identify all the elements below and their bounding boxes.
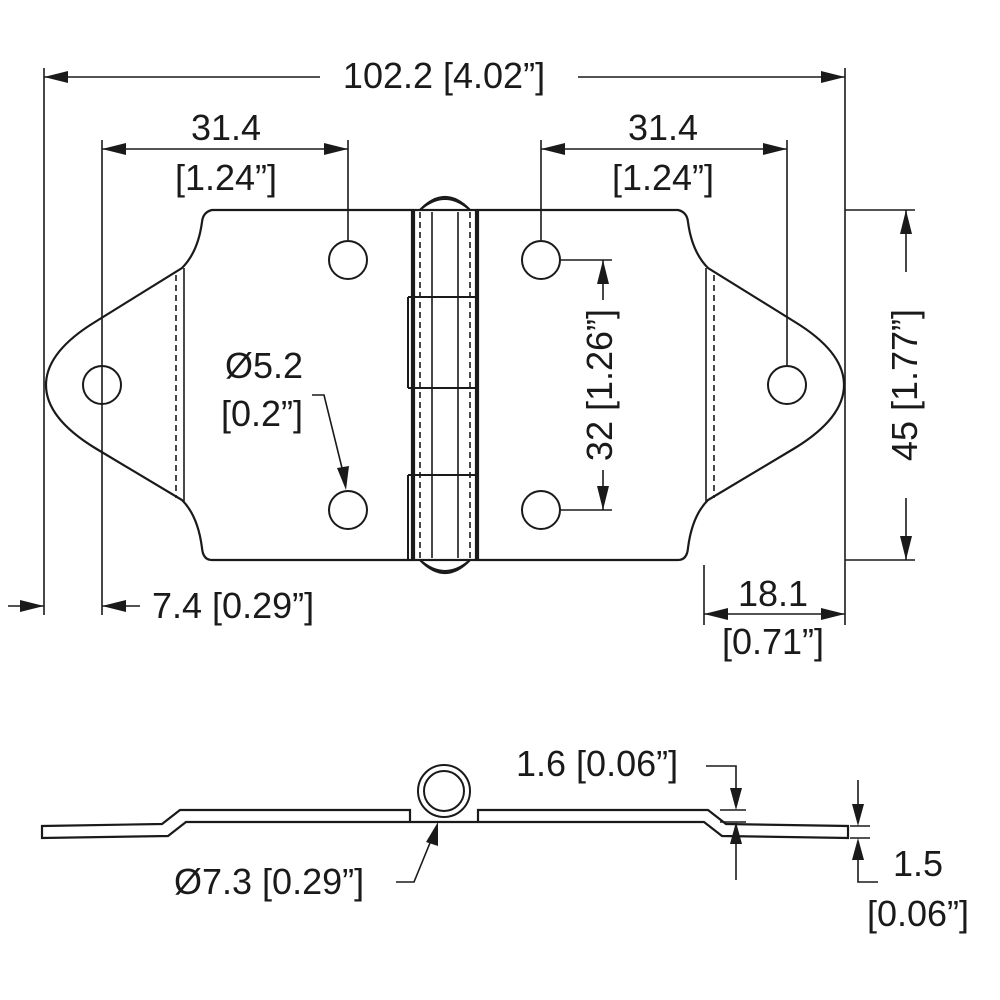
left-leaf-outline	[44, 208, 414, 562]
side-knuckle-inner	[423, 770, 465, 812]
vertical-hole-spacing-dimension: 32 [1.26”]	[560, 259, 620, 511]
right-spacing-in: [1.24”]	[612, 157, 714, 198]
hole-right-top	[521, 240, 561, 280]
overall-height-dimension: 45 [1.77”]	[845, 209, 925, 561]
right-spacing-mm: 31.4	[628, 107, 698, 148]
hole-right-bottom	[521, 490, 561, 530]
hole-left-top	[328, 240, 368, 280]
hinge-top-view	[44, 196, 846, 574]
pin-diameter-callout: Ø7.3 [0.29”]	[174, 822, 438, 902]
tab-length-in: [0.71”]	[722, 621, 824, 662]
hole-left-bottom	[328, 490, 368, 530]
leaf-thickness-callout: 1.5 [0.06”]	[850, 780, 969, 934]
tab-length-mm: 18.1	[738, 573, 808, 614]
hinge-knuckle	[407, 196, 479, 574]
leaf-thickness-in: [0.06”]	[867, 893, 969, 934]
hole-diameter-callout: Ø5.2 [0.2”]	[221, 345, 349, 490]
overall-height-label: 45 [1.77”]	[884, 309, 925, 461]
hole-right-tab	[767, 365, 807, 405]
hole-diameter-mm: Ø5.2	[225, 345, 303, 386]
hole-diameter-in: [0.2”]	[221, 393, 303, 434]
right-leaf-outline	[476, 208, 846, 562]
edge-offset-dimension: 7.4 [0.29”]	[8, 585, 314, 626]
vertical-spacing-label: 32 [1.26”]	[579, 309, 620, 461]
overall-width-label: 102.2 [4.02”]	[343, 55, 545, 96]
right-hole-spacing-dimension: 31.4 [1.24”]	[540, 107, 788, 365]
tab-length-dimension: 18.1 [0.71”]	[703, 565, 845, 662]
edge-offset-label: 7.4 [0.29”]	[152, 585, 314, 626]
left-spacing-mm: 31.4	[191, 107, 261, 148]
knuckle-thickness-callout: 1.6 [0.06”]	[516, 743, 746, 880]
side-leaf-profile	[40, 808, 850, 840]
left-spacing-in: [1.24”]	[175, 157, 277, 198]
hinge-side-view	[40, 764, 850, 840]
knuckle-thickness-label: 1.6 [0.06”]	[516, 743, 678, 784]
leaf-thickness-mm: 1.5	[893, 843, 943, 884]
overall-width-dimension: 102.2 [4.02”]	[43, 55, 846, 625]
pin-diameter-label: Ø7.3 [0.29”]	[174, 861, 364, 902]
left-hole-spacing-dimension: 31.4 [1.24”]	[101, 107, 349, 615]
